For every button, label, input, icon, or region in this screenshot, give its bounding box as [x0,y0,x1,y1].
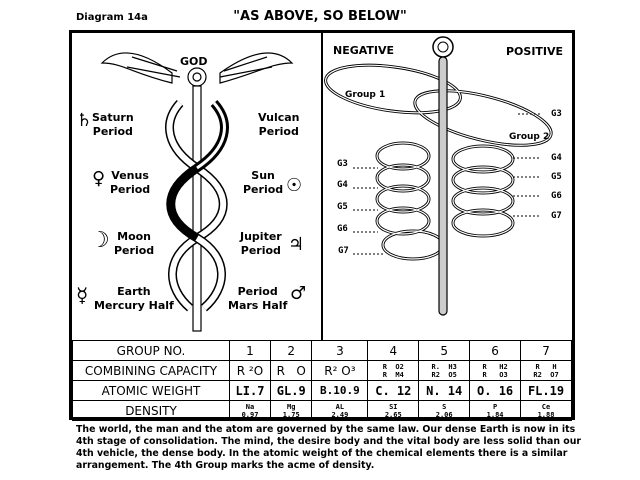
density-cell: SI 2.65 [367,400,420,421]
right-marker-g3: G3 [551,109,562,119]
header-group-2: 2 [269,340,313,361]
capacity-cell: R H2 R O3 [469,360,522,381]
table-row-group-no: GROUP NO. 1 2 3 4 5 6 7 [72,340,572,361]
moon-symbol-icon: ☽ [90,228,110,253]
right-marker-g6: G6 [551,191,562,201]
weight-label: ATOMIC WEIGHT [72,380,230,401]
density-cell: Na 0.97 [229,400,271,421]
right-marker-g7: G7 [551,211,562,221]
density-cell: Ce 1.88 [520,400,572,421]
left-marker-g3: G3 [337,159,348,169]
spiral-illustration [324,36,553,316]
capacity-cell: R H R2 O7 [520,360,572,381]
group-1-label: Group 1 [345,90,386,100]
density-cell: S 2.06 [418,400,471,421]
sun-symbol-icon: ☉ [286,175,303,196]
weight-cell: C. 12 [367,380,420,401]
mercury-symbol-icon: ☿ [76,283,89,307]
capacity-cell: R O2 R M4 [367,360,420,381]
group-2-label: Group 2 [509,132,550,142]
diagram-id: Diagram 14a [76,12,148,23]
venus-symbol-icon: ♀ [92,168,106,189]
earth-mercury-label: Earth Mercury Half [94,285,174,312]
positive-label: POSITIVE [506,45,564,58]
table-row-density: DENSITY Na 0.97 Mg 1.75 AL 2.49 SI 2.65 … [72,400,572,421]
negative-label: NEGATIVE [333,44,395,57]
capacity-cell: R. H3 R2 O5 [418,360,471,381]
capacity-label: COMBINING CAPACITY [72,360,230,381]
periodic-group-table: GROUP NO. 1 2 3 4 5 6 7 COMBINING CAPACI… [72,340,572,421]
header-group-no: GROUP NO. [72,340,230,361]
density-cell: P 1.84 [469,400,522,421]
venus-period-label: Venus Period [110,169,151,196]
weight-cell: FL.19 [520,380,572,401]
density-cell: AL 2.49 [311,400,369,421]
mars-period-label: Period Mars Half [228,285,288,312]
table-row-weight: ATOMIC WEIGHT LI.7 GL.9 B.10.9 C. 12 N. … [72,380,572,401]
jupiter-symbol-icon: ♃ [288,234,305,255]
header-group-3: 3 [311,340,369,361]
left-marker-g4: G4 [337,180,348,190]
density-cell: Mg 1.75 [269,400,313,421]
saturn-period-label: Saturn Period [92,111,134,138]
right-marker-g5: G5 [551,172,562,182]
weight-cell: LI.7 [229,380,271,401]
header-group-1: 1 [229,340,271,361]
capacity-cell: R² O³ [311,360,369,381]
left-marker-g7: G7 [338,246,349,256]
weight-cell: N. 14 [418,380,471,401]
weight-cell: O. 16 [469,380,522,401]
vulcan-period-label: Vulcan Period [258,111,300,138]
sun-period-label: Sun Period [243,169,284,196]
left-marker-g5: G5 [337,202,348,212]
table-row-capacity: COMBINING CAPACITY R ²O R O R² O³ R O2 R… [72,360,572,381]
panel-divider [321,33,323,340]
right-marker-g4: G4 [551,153,562,163]
caption-text: The world, the man and the atom are gove… [76,424,581,471]
header-group-5: 5 [418,340,471,361]
jupiter-period-label: Jupiter Period [240,230,282,257]
god-label: GOD [180,55,208,68]
caduceus-illustration [100,52,294,332]
saturn-symbol-icon: ♄ [76,110,93,131]
moon-period-label: Moon Period [114,230,155,257]
capacity-cell: R O [269,360,313,381]
capacity-cell: R ²O [229,360,271,381]
mars-symbol-icon: ♂ [290,283,307,304]
left-wing [100,52,173,84]
weight-cell: B.10.9 [311,380,369,401]
right-wing [219,52,294,84]
header-group-4: 4 [367,340,420,361]
header-group-6: 6 [469,340,522,361]
left-marker-g6: G6 [337,224,348,234]
header-group-7: 7 [520,340,572,361]
weight-cell: GL.9 [269,380,313,401]
density-label: DENSITY [72,400,230,421]
diagram-title: "AS ABOVE, SO BELOW" [233,9,407,24]
